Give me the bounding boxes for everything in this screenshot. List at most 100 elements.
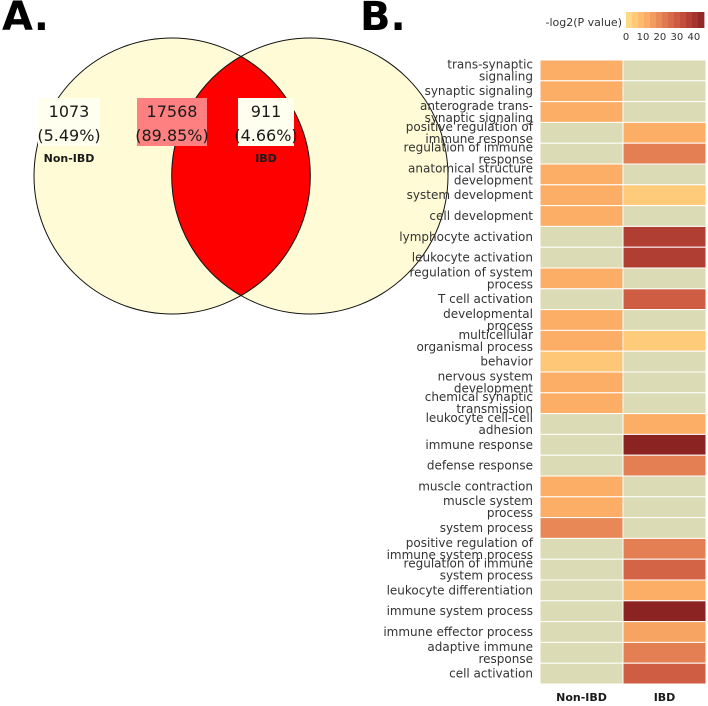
- heatmap-row-label: system development: [407, 188, 534, 202]
- heatmap-row-label: signaling: [479, 69, 533, 83]
- heatmap-column-label: Non-IBD: [556, 691, 607, 704]
- heatmap-cell: [622, 454, 707, 477]
- heatmap-row-label: leukocyte cell-cell: [426, 411, 533, 425]
- venn-intersection-pct: (89.85%): [135, 126, 209, 145]
- heatmap-cell: [539, 288, 624, 311]
- heatmap-cell: [539, 433, 624, 456]
- heatmap-row-label: immune system process: [387, 548, 533, 562]
- legend-color-step: [656, 12, 663, 28]
- heatmap-row-label: synaptic signaling: [425, 111, 533, 125]
- heatmap-cell: [622, 579, 707, 602]
- heatmap-row-label: multicellular: [458, 328, 533, 342]
- legend-color-step: [650, 12, 657, 28]
- legend-color-step: [632, 12, 639, 28]
- heatmap-row-label: trans-synaptic: [447, 57, 533, 71]
- heatmap-row-label: process: [487, 277, 533, 291]
- legend-color-step: [680, 12, 687, 28]
- panel-a-label: A.: [2, 0, 49, 40]
- heatmap-cell: [539, 267, 624, 290]
- heatmap-row-label: process: [487, 506, 533, 520]
- heatmap-row-label: cell activation: [449, 667, 533, 681]
- heatmap-cell: [622, 371, 707, 394]
- heatmap-cell: [622, 433, 707, 456]
- heatmap-cell: [539, 59, 624, 82]
- heatmap-row-label: muscle system: [443, 494, 533, 508]
- heatmap-row-label: response: [478, 153, 533, 167]
- legend-tick-label: 30: [671, 32, 684, 43]
- heatmap-row-label: chemical synaptic: [425, 390, 533, 404]
- heatmap-row-label: positive regulation of: [406, 536, 534, 550]
- heatmap-cell: [622, 205, 707, 227]
- heatmap-row-label: system process: [440, 569, 533, 583]
- heatmap-row-label: regulation of immune: [404, 557, 533, 571]
- heatmap-cell: [622, 329, 707, 352]
- heatmap-row-label: anatomical structure: [408, 161, 533, 175]
- heatmap-row-label: cell development: [429, 209, 533, 223]
- legend-color-step: [662, 12, 669, 28]
- heatmap-row-label: development: [454, 381, 533, 395]
- venn-intersection-count: 17568: [147, 102, 198, 121]
- heatmap-row-label: response: [478, 652, 533, 666]
- heatmap-row-label: anterograde trans-: [420, 99, 533, 113]
- heatmap-cell: [539, 579, 624, 602]
- heatmap-cell: [539, 246, 624, 269]
- heatmap-row-label: defense response: [427, 459, 533, 473]
- heatmap-cell: [622, 121, 707, 144]
- heatmap-cell: [539, 309, 624, 331]
- heatmap-cell: [539, 392, 624, 415]
- venn-intersection-label-box: [137, 98, 207, 146]
- heatmap-row-label: leukocyte activation: [412, 251, 533, 265]
- heatmap-cell: [539, 142, 624, 165]
- heatmap-row-label: lymphocyte activation: [399, 230, 533, 244]
- heatmap-cell: [539, 371, 624, 394]
- heatmap-row-label: development: [454, 173, 533, 187]
- heatmap-cell: [622, 600, 707, 623]
- heatmap-row-label: organismal process: [416, 340, 533, 354]
- heatmap-row-label: immune system process: [387, 604, 533, 618]
- heatmap-cell: [539, 329, 624, 352]
- panel-b-label: B.: [360, 0, 406, 40]
- venn-left-pct: (5.49%): [37, 126, 100, 145]
- heatmap-cell: [622, 225, 707, 248]
- venn-left-set-name: Non-IBD: [44, 152, 95, 165]
- legend-color-step: [698, 12, 705, 28]
- legend-color-step: [644, 12, 651, 28]
- heatmap-cell: [622, 558, 707, 581]
- heatmap-cell: [622, 288, 707, 311]
- heatmap-cell: [622, 142, 707, 165]
- heatmap-row-label: immune effector process: [383, 625, 533, 639]
- heatmap-cell: [622, 413, 707, 435]
- heatmap-cell: [539, 454, 624, 477]
- heatmap-cell: [539, 496, 624, 519]
- heatmap-cell: [539, 475, 624, 498]
- heatmap-cell: [622, 267, 707, 290]
- heatmap-row-label: nervous system: [438, 369, 533, 383]
- venn-right-count: 911: [251, 102, 282, 121]
- heatmap-cell: [622, 621, 707, 643]
- heatmap-row-label: adhesion: [479, 423, 534, 437]
- legend-color-step: [692, 12, 699, 28]
- legend-tick-label: 20: [654, 32, 667, 43]
- heatmap-row-label: T cell activation: [437, 292, 533, 306]
- heatmap-cell: [539, 163, 624, 186]
- heatmap-row-label: regulation of immune: [404, 141, 533, 155]
- legend-tick-label: 10: [637, 32, 650, 43]
- heatmap-cell: [539, 121, 624, 144]
- heatmap-cell: [622, 184, 707, 207]
- heatmap-cell: [622, 59, 707, 82]
- heatmap-cell: [539, 558, 624, 581]
- heatmap-cell: [539, 225, 624, 248]
- legend-tick-label: 0: [623, 32, 629, 43]
- heatmap-cell: [539, 662, 624, 685]
- heatmap-cell: [539, 101, 624, 123]
- heatmap-cell: [622, 163, 707, 186]
- heatmap-cell: [539, 621, 624, 643]
- heatmap-cell: [622, 496, 707, 519]
- heatmap-row-label: immune response: [425, 438, 533, 452]
- heatmap-row-label: positive regulation of: [406, 120, 534, 134]
- venn-left-count: 1073: [49, 102, 90, 121]
- venn-right-label-box: [238, 98, 294, 146]
- heatmap-cell: [539, 517, 624, 539]
- heatmap-cell: [622, 517, 707, 539]
